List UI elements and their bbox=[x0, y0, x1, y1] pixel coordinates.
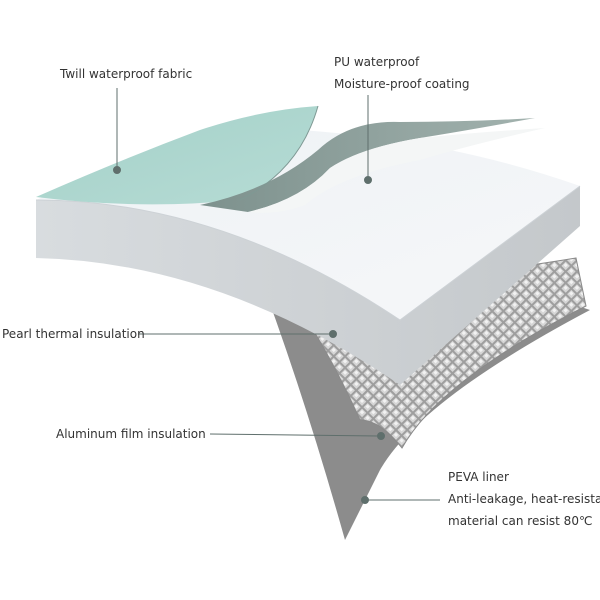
label-line: Pearl thermal insulation bbox=[2, 327, 145, 341]
label-line: Moisture-proof coating bbox=[334, 77, 470, 91]
pointer-pu bbox=[364, 95, 372, 184]
label-line: material can resist 80℃ bbox=[448, 514, 593, 528]
pearl-insulation-label: Pearl thermal insulation bbox=[2, 323, 145, 345]
twill-fabric-layer bbox=[36, 106, 318, 205]
label-line: PU waterproof bbox=[334, 55, 420, 69]
pointer-peva bbox=[361, 496, 440, 504]
pu-coating-layer bbox=[200, 118, 535, 212]
pearl-foam-front bbox=[36, 186, 580, 385]
peva-liner-label: PEVA liner Anti-leakage, heat-resistant … bbox=[448, 466, 600, 532]
aluminum-film-label: Aluminum film insulation bbox=[56, 423, 206, 445]
pointer-pearl bbox=[138, 330, 337, 338]
label-line: PEVA liner bbox=[448, 470, 509, 484]
pointer-twill bbox=[113, 88, 121, 174]
pu-coating-label: PU waterproof Moisture-proof coating bbox=[334, 51, 470, 95]
label-line: Twill waterproof fabric bbox=[60, 67, 193, 81]
label-line: Anti-leakage, heat-resistant bbox=[448, 492, 600, 506]
label-line: Aluminum film insulation bbox=[56, 427, 206, 441]
pointer-aluminum bbox=[209, 432, 385, 440]
twill-fabric-label: Twill waterproof fabric bbox=[60, 63, 192, 85]
